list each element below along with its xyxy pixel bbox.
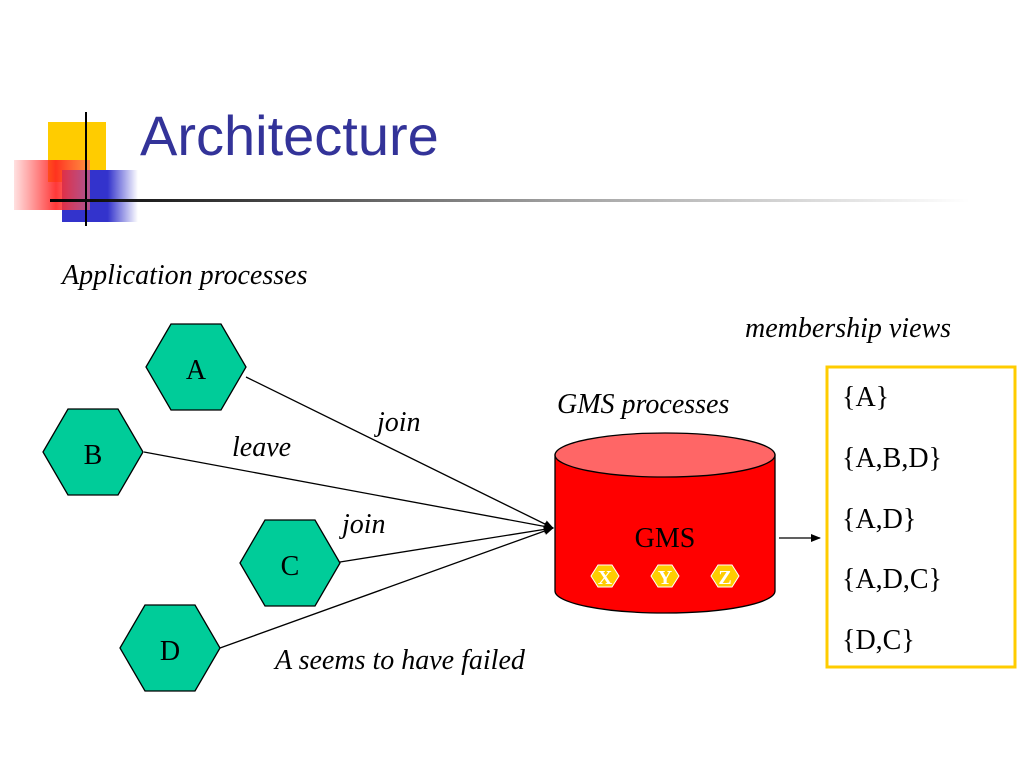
view-item: {D,C} xyxy=(842,625,915,656)
process-a: A xyxy=(145,323,247,411)
member-hexagon xyxy=(590,564,620,588)
slide-title: Architecture xyxy=(140,104,439,167)
membership-views-label: membership views xyxy=(745,313,951,344)
title-rule xyxy=(50,199,970,202)
edge-label-b: leave xyxy=(232,432,291,463)
gms-processes-label: GMS processes xyxy=(557,389,729,420)
edge-c-join xyxy=(339,525,554,563)
member-label: Y xyxy=(658,567,673,589)
cylinder-top xyxy=(554,432,776,478)
gms-cylinder: GMS X Y Z xyxy=(554,432,776,614)
member-hexagon xyxy=(650,564,680,588)
view-item: {A,B,D} xyxy=(842,443,942,474)
process-c: C xyxy=(239,519,341,607)
member-label: Z xyxy=(718,567,731,589)
views-border xyxy=(825,365,1017,669)
title-decoration xyxy=(14,112,970,226)
process-d: D xyxy=(119,604,221,692)
gms-member-z: Z xyxy=(710,564,740,589)
failure-note: A seems to have failed xyxy=(273,645,526,676)
edge-label-a: join xyxy=(374,407,421,438)
hexagon-shape xyxy=(239,519,341,607)
process-label: A xyxy=(186,355,207,386)
gms-member-y: Y xyxy=(650,564,680,589)
process-b: B xyxy=(42,408,144,496)
application-processes-label: Application processes xyxy=(60,260,308,291)
view-item: {A} xyxy=(842,382,889,413)
process-label: C xyxy=(281,551,300,582)
hexagon-shape xyxy=(145,323,247,411)
membership-views-box: {A} {A,B,D} {A,D} {A,D,C} {D,C} xyxy=(825,365,1017,669)
member-hexagon xyxy=(710,564,740,588)
edge-d xyxy=(219,527,554,649)
edge-a-join xyxy=(245,376,554,529)
process-label: B xyxy=(84,440,103,471)
gms-label: GMS xyxy=(635,523,696,554)
member-label: X xyxy=(598,567,613,589)
view-item: {A,D,C} xyxy=(842,564,942,595)
edge-label-c: join xyxy=(339,509,386,540)
view-item: {A,D} xyxy=(842,504,916,535)
process-label: D xyxy=(160,636,180,667)
red-square xyxy=(14,160,90,210)
edge-b-leave xyxy=(143,451,554,531)
gms-member-x: X xyxy=(590,564,620,589)
hexagon-shape xyxy=(119,604,221,692)
hexagon-shape xyxy=(42,408,144,496)
